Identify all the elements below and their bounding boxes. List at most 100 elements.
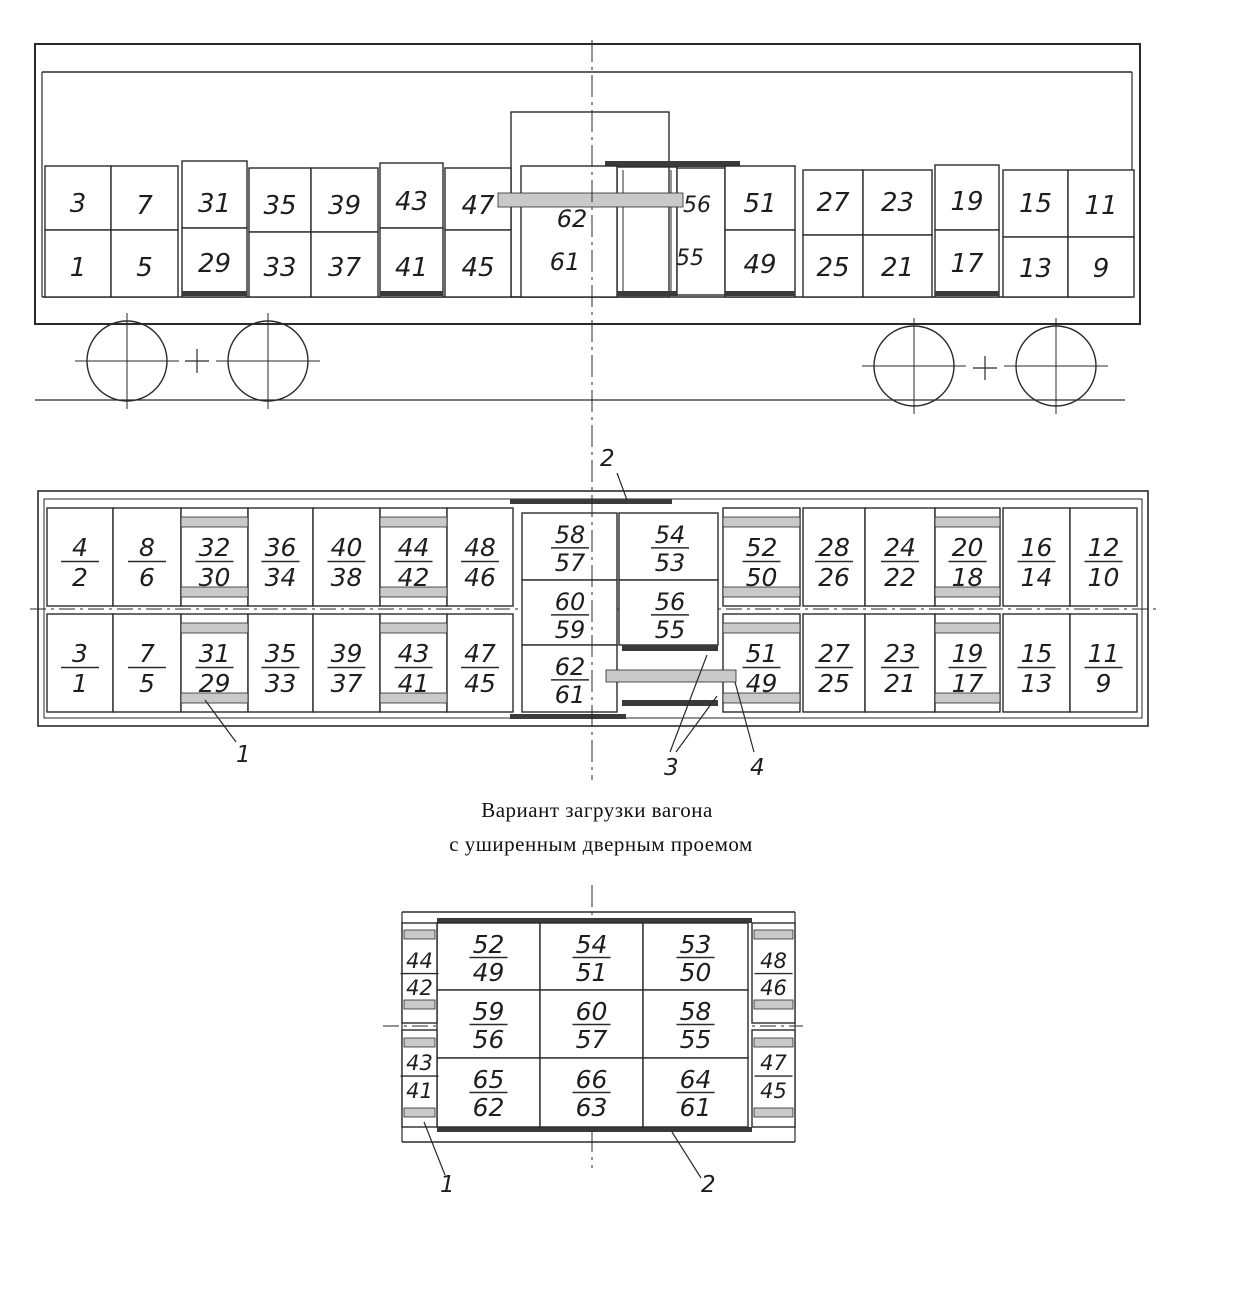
side-cargo-block <box>802 234 864 298</box>
door-left-cell-top: 58 <box>555 521 586 549</box>
side-floor-rail <box>380 291 443 296</box>
side-cargo-block <box>676 167 726 296</box>
door-detail: 5249545153505956605758556562666364614442… <box>383 885 803 1198</box>
detail-side-cell-bottom: 41 <box>406 1079 433 1103</box>
door-right-cell-top: 56 <box>655 588 686 616</box>
plan-cargo-block <box>312 613 381 713</box>
plan-bottom-cell-top: 19 <box>952 639 984 668</box>
detail-cell-top: 53 <box>680 930 712 959</box>
detail-side-cell-top: 44 <box>406 949 433 973</box>
plan-top-cell-top: 28 <box>818 533 850 562</box>
detail-cell-top: 54 <box>576 930 608 959</box>
door-left-cell-top: 62 <box>555 653 586 681</box>
plan-top-cell-bottom: 10 <box>1088 563 1120 592</box>
side-cell-label: 29 <box>198 249 231 279</box>
plan-top-cell-top: 44 <box>398 533 430 562</box>
side-cargo-block <box>181 227 248 298</box>
spacer-board <box>753 929 794 940</box>
side-cargo-block <box>862 169 933 236</box>
side-cell-label: 21 <box>881 253 914 283</box>
plan-top-cell-top: 12 <box>1088 533 1120 562</box>
spacer-board <box>722 586 801 598</box>
side-cell-label: 11 <box>1084 191 1117 221</box>
plan-cargo-block <box>864 613 936 713</box>
plan-top-cell-top: 24 <box>884 533 916 562</box>
plan-cargo-block <box>802 613 866 713</box>
plan-bottom-cell-top: 39 <box>331 639 363 668</box>
plan-top-cell-top: 16 <box>1021 533 1053 562</box>
spacer-board <box>934 692 1001 704</box>
spacer-board <box>180 516 249 528</box>
door-rail-top <box>510 499 672 504</box>
detail-cell-top: 60 <box>576 997 608 1026</box>
side-cargo-block <box>802 169 864 236</box>
plan-bottom-cell-top: 27 <box>818 639 850 668</box>
side-cell-label: 49 <box>743 250 776 280</box>
plan-bottom-cell-bottom: 33 <box>265 669 297 698</box>
detail-side-cell-top: 48 <box>760 949 787 973</box>
callout-4: 4 <box>750 755 765 781</box>
side-cell-label: 31 <box>198 189 231 219</box>
side-cell-label: 23 <box>881 188 914 218</box>
spacer-board <box>379 516 448 528</box>
callout-1: 1 <box>236 742 251 768</box>
plan-bottom-cell-top: 15 <box>1021 639 1053 668</box>
detail-rail-top <box>437 918 752 923</box>
plan-top-cell-top: 36 <box>265 533 297 562</box>
plan-top-cell-bottom: 26 <box>818 563 850 592</box>
side-cell-label: 56 <box>683 193 711 218</box>
plan-top-cell-top: 4 <box>72 533 88 562</box>
plan-cargo-block <box>247 613 314 713</box>
plan-top-cell-top: 20 <box>952 533 984 562</box>
plan-bottom-cell-bottom: 45 <box>464 669 496 698</box>
side-cell-label: 25 <box>816 253 849 283</box>
spacer-board <box>753 1037 794 1048</box>
detail-cell-top: 59 <box>473 997 505 1026</box>
spacer-board <box>605 669 737 683</box>
detail-callout-2: 2 <box>701 1172 716 1198</box>
plan-bottom-cell-bottom: 49 <box>746 669 778 698</box>
detail-cell-top: 66 <box>576 1065 608 1094</box>
plan-top-cell-bottom: 22 <box>884 563 916 592</box>
side-cell-label: 39 <box>328 191 361 221</box>
side-cell-label: 3 <box>70 189 87 219</box>
side-cargo-block <box>1067 236 1135 298</box>
plan-top-cell-bottom: 50 <box>746 563 778 592</box>
spacer-board <box>934 516 1001 528</box>
plan-top-cell-bottom: 2 <box>72 563 88 592</box>
side-cell-label: 15 <box>1019 189 1052 219</box>
door-cargo-block <box>521 579 618 646</box>
detail-cell-bottom: 51 <box>576 958 608 987</box>
side-cell-label: 43 <box>395 187 428 217</box>
side-cell-label: 9 <box>1093 254 1110 284</box>
side-cargo-block <box>1002 236 1069 298</box>
side-cargo-block <box>934 229 1000 298</box>
plan-cargo-block <box>46 613 114 713</box>
callout-3: 3 <box>664 755 679 781</box>
door-right-cell-top: 54 <box>655 521 686 549</box>
side-cargo-block <box>310 231 379 298</box>
plan-cargo-block <box>46 507 114 607</box>
plan-callouts: 2 1 3 4 <box>204 446 765 781</box>
door-left-cell-bottom: 61 <box>555 681 586 709</box>
car-body-outline <box>34 43 1141 325</box>
side-cargo-block <box>248 231 312 298</box>
side-cargo-block <box>862 234 933 298</box>
plan-top-cell-bottom: 30 <box>199 563 231 592</box>
detail-callout-1: 1 <box>440 1172 455 1198</box>
side-cell-label: 19 <box>950 187 983 217</box>
side-cell-label: 55 <box>676 246 704 271</box>
spacer-board <box>403 999 436 1010</box>
plan-top-cell-bottom: 42 <box>398 563 430 592</box>
plan-top-cell-bottom: 46 <box>464 563 496 592</box>
side-cargo-block <box>44 165 112 231</box>
side-cargo-block <box>724 165 796 231</box>
detail-rail-bottom <box>437 1127 752 1132</box>
spacer-board <box>753 999 794 1010</box>
side-cell-label: 1 <box>70 253 87 283</box>
spacer-board <box>934 622 1001 634</box>
plan-bottom-cell-bottom: 29 <box>199 669 231 698</box>
side-cell-label: 17 <box>950 249 984 279</box>
plan-bottom-cell-top: 51 <box>746 639 778 668</box>
